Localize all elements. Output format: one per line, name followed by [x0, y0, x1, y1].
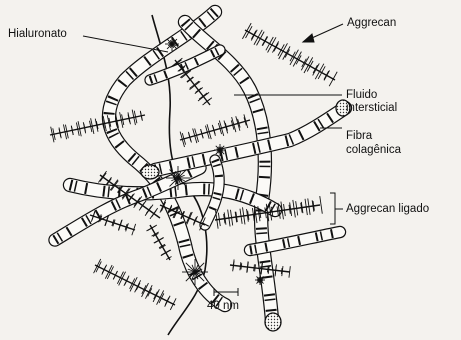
bound-aggrecan-bracket: [330, 193, 343, 224]
link-star: [182, 259, 208, 285]
aggrecan-arrowhead: [303, 34, 314, 42]
aggrecan-label: Aggrecan: [347, 17, 396, 30]
fluid-label-line2: intersticial: [346, 102, 397, 115]
fiber-end-cap: [265, 313, 281, 331]
aggrecan-brush: [146, 225, 171, 260]
fiber-label-line1: Fibra: [346, 130, 372, 143]
aggrecan-brush: [94, 259, 177, 310]
link-star: [214, 144, 226, 156]
link-star: [255, 275, 265, 285]
aggrecan-brush: [50, 110, 145, 143]
aggrecan-brush: [180, 114, 250, 147]
fiber-end-cap: [141, 165, 159, 179]
fiber-label-line2: colagênica: [346, 144, 401, 157]
link-star: [166, 166, 190, 190]
bound-aggrecan-label: Aggrecan ligado: [346, 203, 429, 216]
scale-label: 40 nm: [207, 300, 239, 313]
hyaluronate-leader: [83, 36, 168, 52]
fluid-label-line1: Fluido: [346, 89, 377, 102]
link-star: [165, 37, 179, 51]
hyaluronate-label: Hialuronato: [8, 28, 67, 41]
